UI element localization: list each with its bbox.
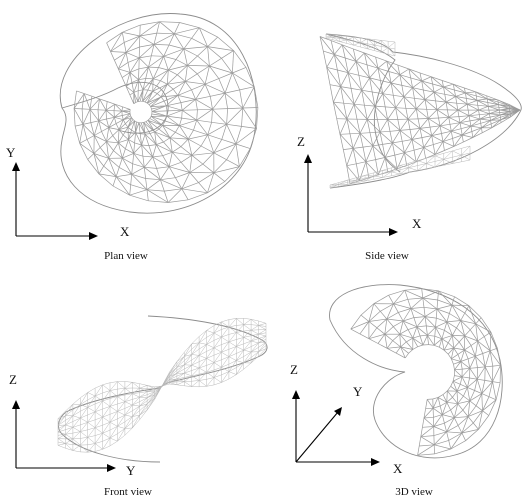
front-view-z-label: Z [9, 372, 17, 387]
3d-view-panel: X Y Z 3D view [290, 284, 503, 498]
side-view-caption: Side view [365, 250, 409, 262]
plan-view-caption: Plan view [104, 250, 148, 262]
front-view-y-label: Y [126, 463, 136, 478]
front-view-axes: Y Z [9, 372, 136, 478]
side-view-z-label: Z [297, 134, 305, 149]
3d-view-z-label: Z [290, 362, 298, 377]
3d-view-y-label: Y [353, 384, 363, 399]
plan-view-panel: X Y Plan view [6, 13, 259, 262]
3d-view-mesh [329, 284, 503, 459]
side-view-x-label: X [412, 216, 422, 231]
front-view-panel: Y Z Front view [9, 315, 268, 498]
3d-view-x-label: X [393, 461, 403, 476]
side-view-axes: X Z [297, 134, 422, 236]
side-view-panel: X Z Side view [297, 33, 522, 262]
3d-view-axes: X Y Z [290, 362, 403, 476]
plan-view-x-label: X [120, 224, 130, 239]
front-view-mesh [57, 315, 268, 463]
plan-view-axes: X Y [6, 145, 130, 240]
3d-view-caption: 3D view [395, 486, 433, 498]
side-view-mesh [319, 33, 522, 189]
plan-view-y-label: Y [6, 145, 16, 160]
plan-view-mesh [59, 13, 259, 214]
front-view-caption: Front view [104, 486, 152, 498]
